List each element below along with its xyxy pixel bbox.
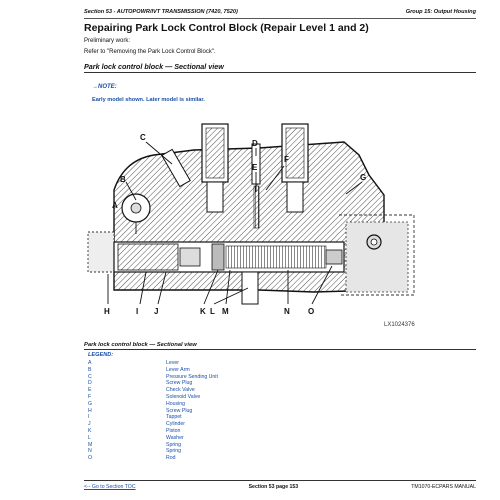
piston	[211, 243, 225, 271]
callout-f: F	[284, 155, 289, 164]
section-heading: Park lock control block — Sectional view	[84, 62, 476, 73]
legend-row: E Check Valve	[88, 387, 348, 394]
legend-row: N Spring	[88, 448, 348, 455]
go-to-section-toc-link[interactable]: <-- Go to Section TOC	[84, 484, 136, 490]
rod	[325, 249, 343, 265]
legend-row: K Piston	[88, 428, 348, 435]
legend-key: J	[88, 421, 91, 428]
legend-row: F Solenoid Valve	[88, 394, 348, 401]
page-number: Section 53 page 153	[248, 484, 299, 490]
legend-list: A Lever B Lever Arm C Pressure Sending Unit…	[88, 360, 348, 462]
end-cap	[87, 231, 115, 273]
legend-value: Washer	[166, 434, 184, 441]
legend-value: Rod	[166, 455, 176, 462]
legend-key: N	[88, 448, 92, 455]
housing-dashed-outline	[339, 214, 415, 296]
page-title: Repairing Park Lock Control Block (Repai…	[84, 22, 369, 34]
bottom-shaft	[241, 271, 259, 305]
legend-value: Cylinder	[166, 421, 186, 428]
legend-value: Pressure Sending Unit	[166, 373, 218, 380]
legend-key: C	[88, 373, 92, 380]
legend-row: I Tappet	[88, 414, 348, 421]
note-label: →NOTE:	[92, 84, 117, 90]
legend-value: Screw Plug	[166, 380, 193, 387]
legend-key: E	[88, 387, 92, 394]
legend-value: Spring	[166, 441, 181, 448]
check-valve	[253, 185, 260, 229]
callout-i: I	[136, 307, 138, 316]
callout-g: G	[360, 173, 366, 182]
page-footer: <-- Go to Section TOC Section 53 page 15…	[84, 480, 476, 493]
legend-value: Lever Arm	[166, 366, 190, 373]
legend-row: C Pressure Sending Unit	[88, 374, 348, 381]
legend-title: LEGEND:	[88, 352, 114, 358]
legend-key: K	[88, 427, 92, 434]
note-text: Early model shown. Later model is simila…	[92, 97, 205, 103]
legend-value: Screw Plug	[166, 407, 193, 414]
figure-caption: Park lock control block — Sectional view	[84, 342, 476, 350]
legend-key: F	[88, 393, 92, 400]
running-header: Section 53 - AUTOPOWR/IVT TRANSMISSION (…	[84, 6, 476, 19]
header-group: Group 15: Output Housing	[405, 9, 476, 15]
callout-m: M	[222, 307, 229, 316]
legend-value: Tappet	[166, 414, 182, 421]
callout-l: L	[210, 307, 215, 316]
legend-row: H Screw Plug	[88, 408, 348, 415]
legend-row: B Lever Arm	[88, 367, 348, 374]
callout-a: A	[112, 201, 118, 210]
legend-row: O Rod	[88, 455, 348, 462]
callout-h: H	[104, 307, 110, 316]
legend-row: G Housing	[88, 401, 348, 408]
tappet	[179, 247, 201, 267]
callout-k: K	[200, 307, 206, 316]
legend-value: Piston	[166, 427, 181, 434]
legend-key: G	[88, 400, 93, 407]
callout-d: D	[252, 139, 258, 148]
legend-row: J Cylinder	[88, 421, 348, 428]
cylinder	[117, 243, 179, 271]
pressure-sending-unit	[161, 148, 191, 188]
legend-key: M	[88, 441, 93, 448]
park-lock-diagram: C B A D E F G H I J K L M N O LX1024376	[87, 123, 415, 328]
legend-value: Spring	[166, 448, 181, 455]
legend-key: A	[88, 360, 92, 366]
legend-key: B	[88, 366, 92, 373]
callout-n: N	[284, 307, 290, 316]
preliminary-label: Preliminary work:	[84, 38, 131, 44]
sectional-view-figure: C B A D E F G H I J K L M N O LX1024376	[84, 120, 476, 340]
legend-key: I	[88, 414, 90, 421]
callout-o: O	[308, 307, 314, 316]
figure-id: LX1024376	[384, 322, 415, 328]
legend-key: D	[88, 380, 92, 387]
spring-m-n	[225, 245, 327, 269]
housing-recess	[345, 221, 409, 293]
legend-value: Housing	[166, 400, 186, 407]
legend-value: Lever	[166, 360, 179, 366]
refer-text: Refer to "Removing the Park Lock Control…	[84, 49, 216, 55]
legend-key: O	[88, 455, 93, 462]
legend-row: L Washer	[88, 435, 348, 442]
callout-e: E	[252, 163, 258, 172]
callout-c: C	[140, 133, 146, 142]
manual-id: TM1070-ECPARS MANUAL	[411, 484, 476, 490]
legend-value: Check Valve	[166, 387, 195, 394]
legend-key: H	[88, 407, 92, 414]
header-section: Section 53 - AUTOPOWR/IVT TRANSMISSION (…	[84, 9, 238, 15]
legend-row: M Spring	[88, 442, 348, 449]
legend-row: D Screw Plug	[88, 380, 348, 387]
legend-key: L	[88, 434, 91, 441]
legend-row: A Lever	[88, 360, 348, 367]
callout-b: B	[120, 175, 126, 184]
legend-value: Solenoid Valve	[166, 393, 201, 400]
callout-j: J	[154, 307, 158, 316]
